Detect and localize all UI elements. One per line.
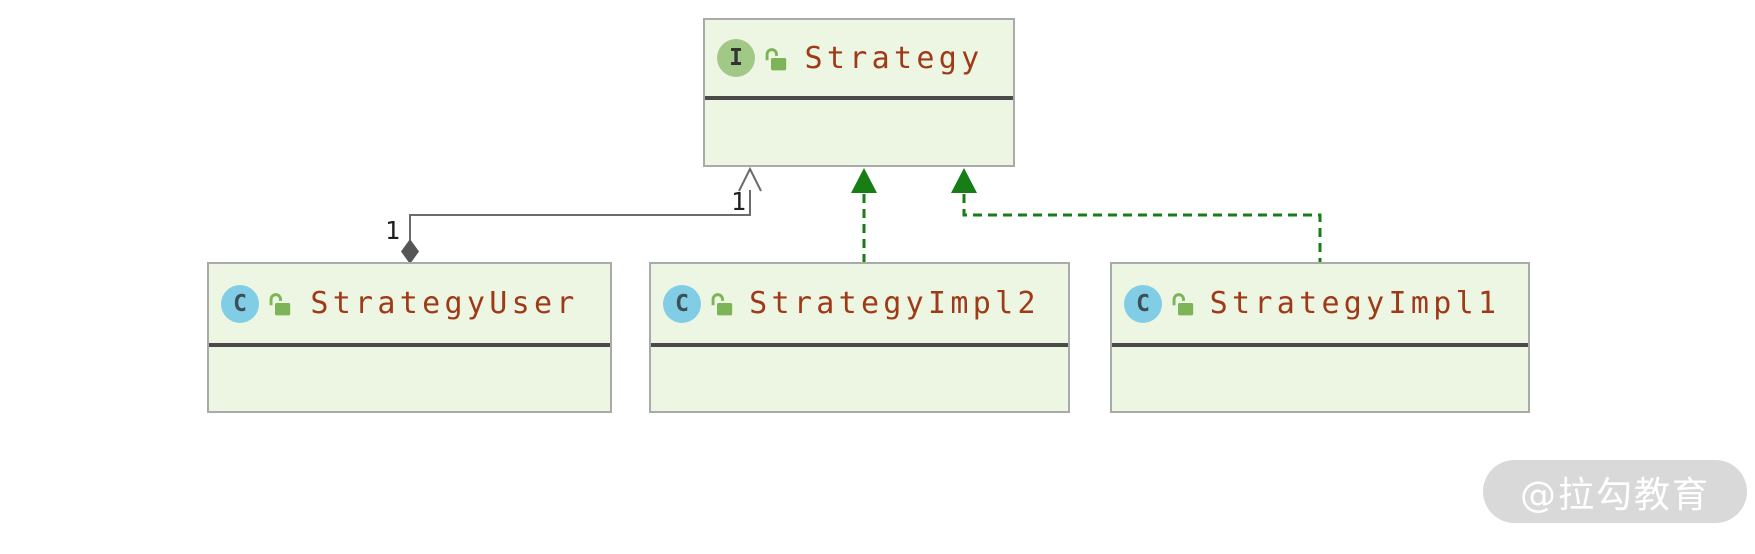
multiplicity-label-target: 1	[730, 187, 746, 216]
members-section	[651, 347, 1068, 411]
class-node-strategyimpl2[interactable]: C StrategyImpl2	[649, 262, 1070, 413]
class-name: Strategy	[804, 40, 984, 76]
members-section	[209, 347, 610, 411]
node-header: I Strategy	[705, 20, 1013, 100]
class-icon: C	[663, 284, 701, 323]
class-icon: C	[1124, 284, 1162, 323]
class-name: StrategyImpl1	[1209, 286, 1501, 321]
members-section	[1112, 347, 1528, 411]
realization-dashed-line[interactable]	[962, 194, 1322, 262]
class-node-strategyimpl1[interactable]: C StrategyImpl1	[1110, 262, 1530, 413]
unlocked-padlock-icon	[1169, 290, 1196, 317]
realization-edge-strategyimpl2-to-strategy[interactable]	[851, 168, 877, 262]
members-section	[705, 100, 1013, 165]
class-node-strategy[interactable]: I Strategy	[703, 18, 1015, 167]
realization-arrowhead-icon	[851, 168, 877, 193]
class-name: StrategyImpl2	[749, 286, 1040, 321]
aggregation-diamond-icon	[401, 239, 419, 264]
realization-arrowhead-icon	[951, 168, 977, 193]
node-header: C StrategyUser	[209, 264, 610, 347]
node-header: C StrategyImpl2	[651, 264, 1068, 347]
class-name: StrategyUser	[310, 286, 579, 321]
unlocked-padlock-icon	[708, 290, 735, 317]
aggregation-edge-strategyuser-to-strategy[interactable]	[401, 166, 762, 264]
multiplicity-label-source: 1	[384, 216, 400, 245]
class-icon: C	[221, 284, 259, 323]
watermark-badge: @拉勾教育	[1483, 460, 1747, 523]
aggregation-line[interactable]	[409, 190, 751, 240]
class-node-strategyuser[interactable]: C StrategyUser	[207, 262, 612, 413]
realization-edge-strategyimpl1-to-strategy[interactable]	[951, 168, 1322, 262]
unlocked-padlock-icon	[266, 290, 293, 317]
unlocked-padlock-icon	[762, 45, 789, 72]
interface-icon: I	[717, 39, 755, 77]
node-header: C StrategyImpl1	[1112, 264, 1528, 347]
